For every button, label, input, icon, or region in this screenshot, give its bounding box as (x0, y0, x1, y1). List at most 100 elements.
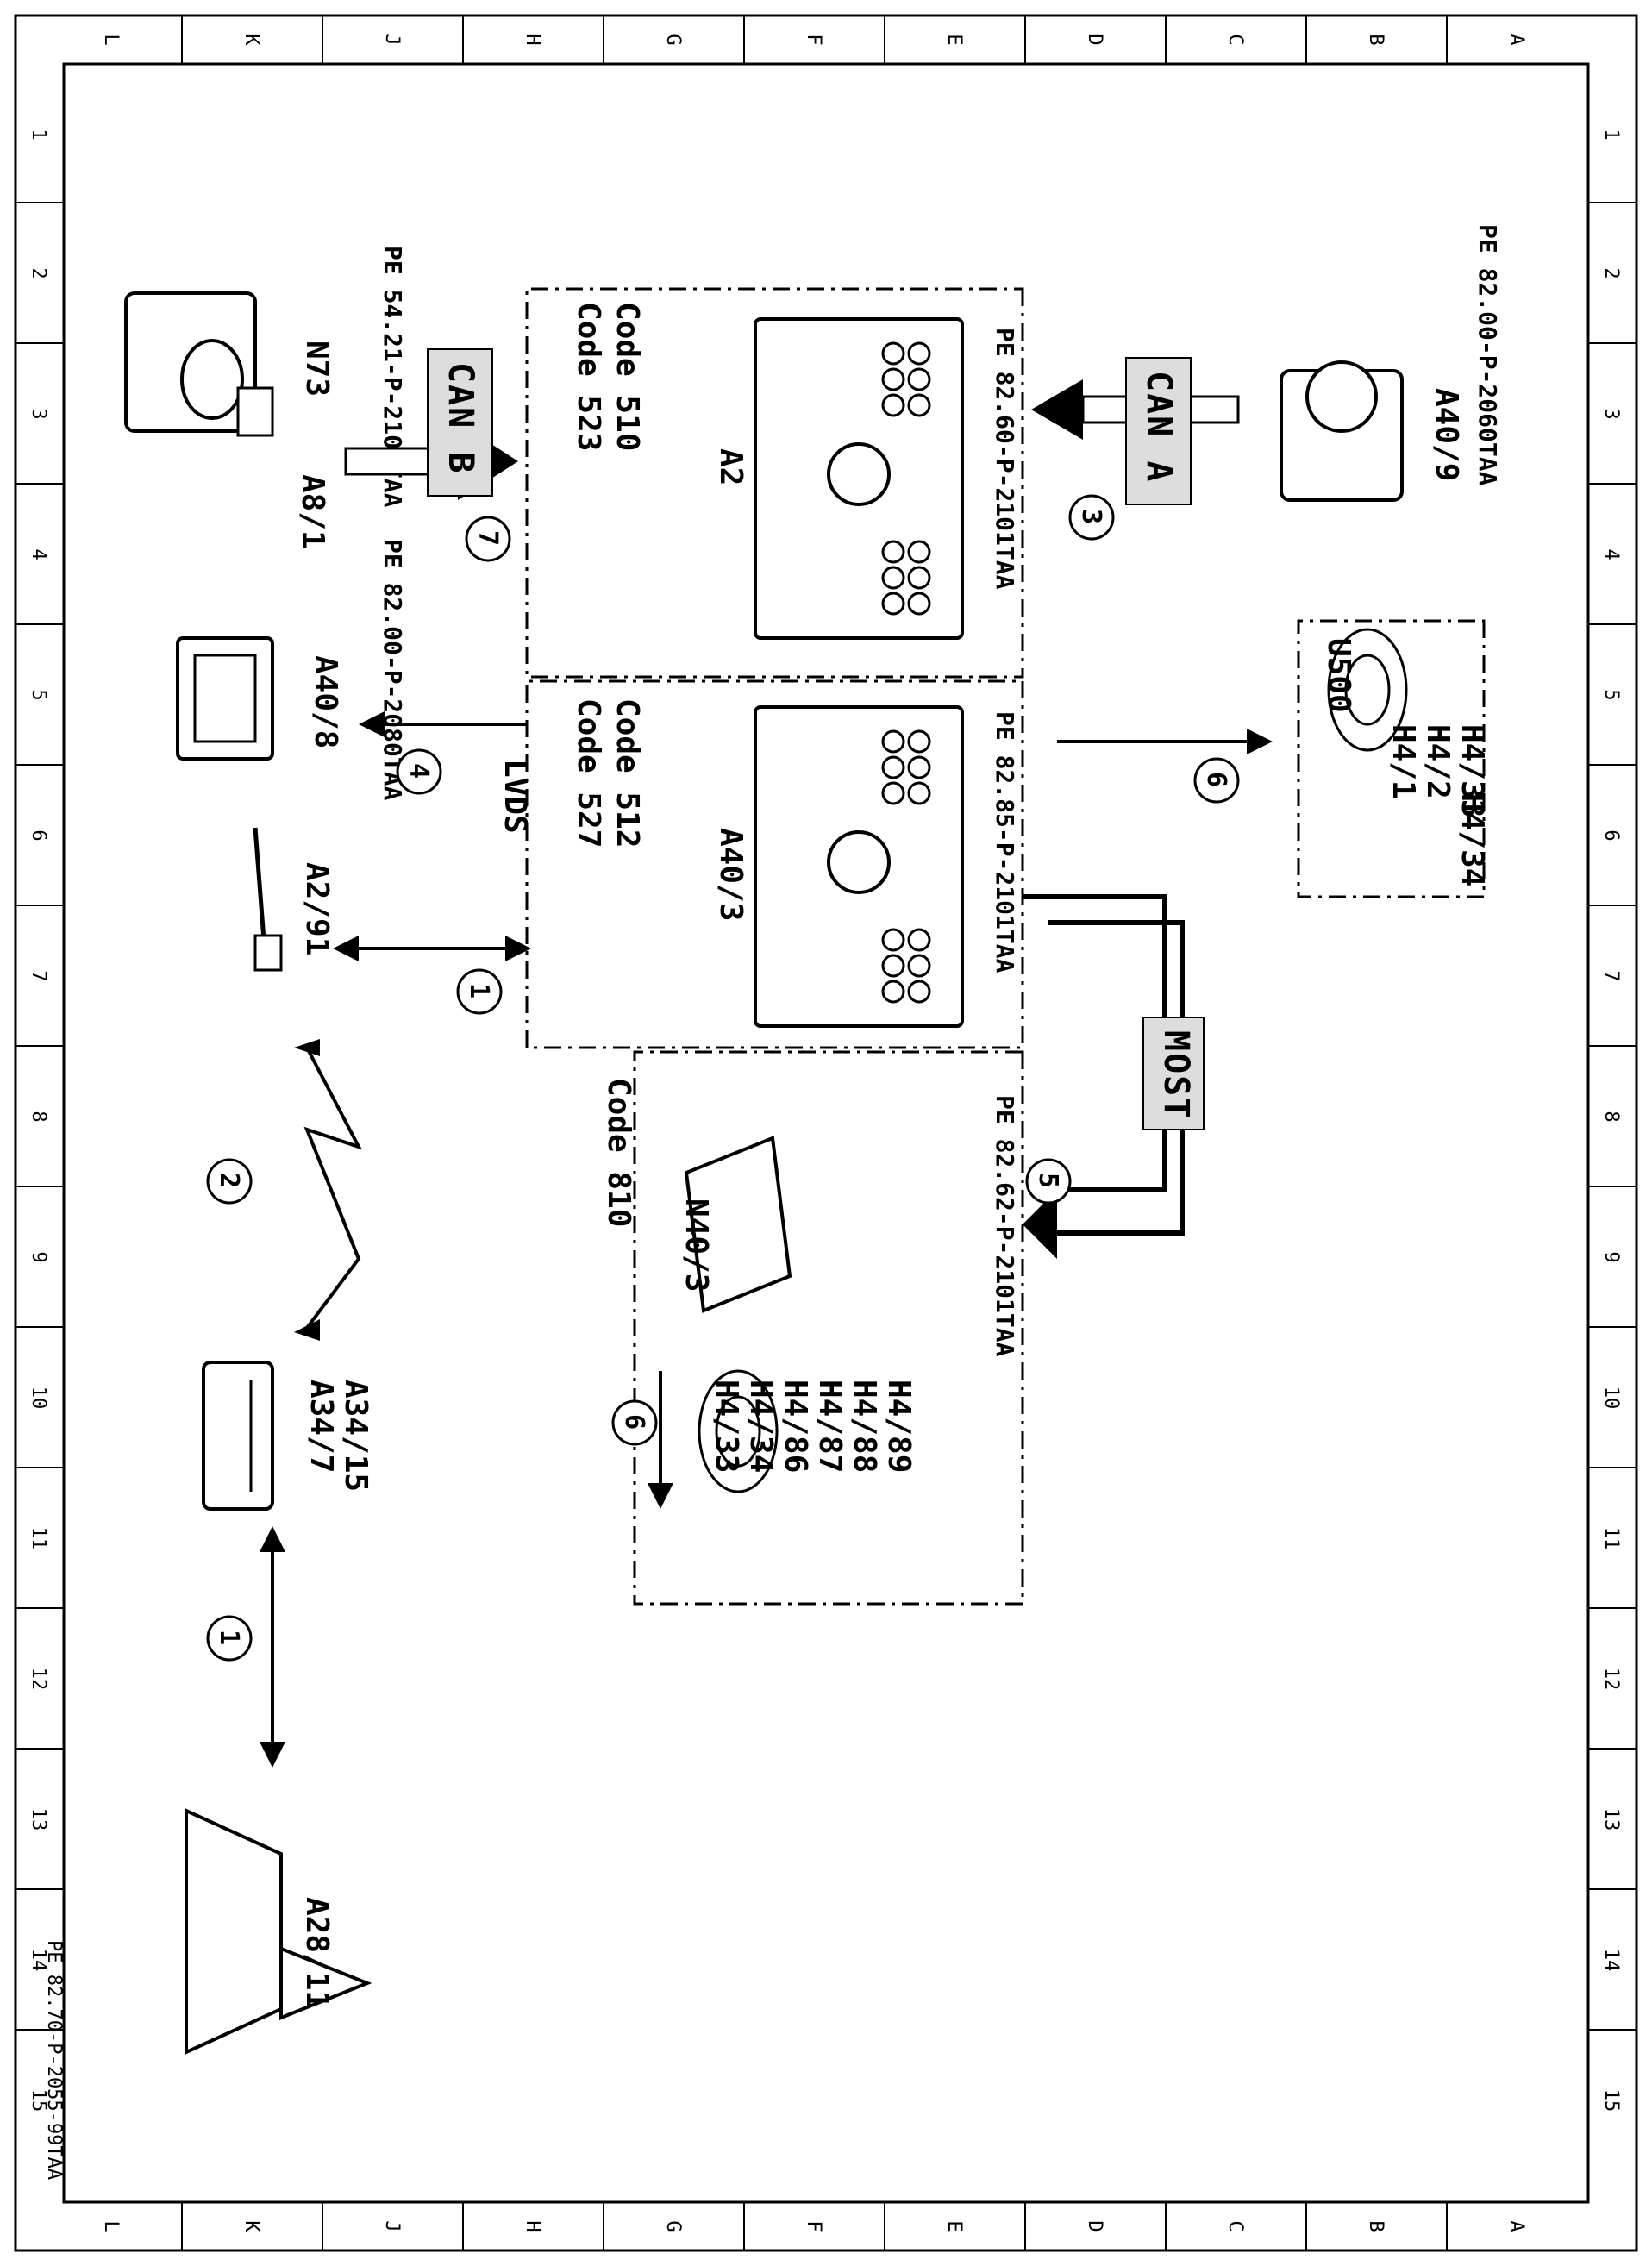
row-label: 14 (28, 1949, 49, 1972)
key-cylinder (180, 339, 244, 420)
antenna-base (253, 934, 283, 972)
n40-3-code: Code 810 (601, 1078, 636, 1227)
row-label: 4 (1600, 548, 1622, 560)
a40-3-head-unit: A40/3 Code 512 Code 527 PE 82.85-P-2101T… (571, 698, 1019, 1028)
speaker-h4-34: H4/34 (1455, 793, 1490, 886)
lvds-link: LVDS 4 (359, 711, 533, 834)
a2-knob (827, 442, 891, 506)
row-label: 13 (1600, 1808, 1622, 1831)
a40-9-label: A40/9 (1429, 388, 1464, 481)
row-label: 15 (28, 2089, 49, 2113)
a40-3-code-1: Code 512 (610, 698, 645, 848)
conn-6-circle (1193, 757, 1240, 804)
row-label: 8 (28, 1111, 49, 1122)
zigzag-arrow-bottom (294, 1319, 320, 1341)
a40-9-camera: A40/9 PE 82.00-P-2060TAA (1280, 224, 1502, 502)
row-label: 10 (1600, 1387, 1622, 1410)
row-label: 7 (1600, 970, 1622, 981)
conn-6-label: 6 (1201, 772, 1231, 787)
row-labels-top: 1 2 3 4 5 6 7 8 9 10 11 12 13 14 15 (1600, 128, 1622, 2112)
row-label: 10 (28, 1387, 49, 1410)
row-label: 14 (1600, 1949, 1622, 1972)
u500-speaker (1327, 628, 1408, 752)
row-label: 11 (1600, 1527, 1622, 1550)
a2-label: A2 (713, 448, 748, 485)
row-label: 8 (1600, 1111, 1622, 1122)
a2-91-label: A2/91 (299, 862, 335, 955)
zigzag-line (303, 1047, 363, 1330)
conn-6-link: 6 (1057, 729, 1273, 804)
conn-6b-label: 6 (619, 1414, 649, 1430)
can-a-label: CAN A (1139, 371, 1179, 483)
a8-1-label: A8/1 (295, 474, 330, 549)
a40-9-ref: PE 82.00-P-2060TAA (1474, 224, 1502, 486)
speaker-h4-34: H4/34 (743, 1380, 779, 1473)
row-ticks (16, 202, 1636, 2031)
col-label: J (381, 2220, 403, 2232)
conn-4-circle (396, 748, 442, 795)
col-label: B (1365, 2220, 1386, 2232)
a40-8-display: A40/8 PE 82.00-P-2080TAA (176, 539, 407, 801)
key-head (236, 386, 274, 437)
conn-1b-circle (206, 1615, 253, 1662)
can-b-bus: CAN B 7 (344, 348, 518, 562)
col-label: L (100, 34, 122, 45)
col-label: D (1084, 34, 1105, 45)
row-label: 3 (28, 408, 49, 419)
a40-3-ref: PE 82.85-P-2101TAA (991, 711, 1019, 973)
speaker-h4-87: H4/87 (812, 1380, 848, 1473)
col-label: C (1224, 2220, 1246, 2232)
col-label: L (100, 2220, 122, 2232)
speaker-h4-89: H4/89 (881, 1380, 917, 1473)
row-label: 15 (1600, 2089, 1622, 2113)
conn-1b-arrow-bottom (260, 1742, 285, 1768)
a34-phone-module: A34/7 A34/15 (202, 1361, 373, 1511)
conn-1b-label: 1 (214, 1630, 244, 1645)
row-label: 5 (1600, 689, 1622, 700)
row-label: 3 (1600, 408, 1622, 419)
col-label: C (1224, 34, 1246, 45)
a40-3-dashed-box (525, 679, 1024, 1049)
conn-5-label: 5 (1033, 1173, 1063, 1188)
can-a-arrowhead (1031, 379, 1083, 440)
speaker-h4-86: H4/86 (778, 1380, 813, 1473)
a2-code-2: Code 523 (571, 302, 606, 451)
conn-1a-arrow-right (333, 936, 359, 961)
conn-7-label: 7 (472, 530, 503, 546)
n40-3-ref: PE 82.62-P-2101TAA (991, 1095, 1019, 1357)
conn-1-link-a: 1 (333, 936, 531, 1015)
a2-buttons (881, 341, 931, 616)
row-label: 2 (28, 267, 49, 279)
zigzag-arrow-top (294, 1039, 320, 1056)
u500-speaker-group: U500 H4/1 H4/2 H4/33 H4/34 (1321, 628, 1490, 886)
row-label: 7 (28, 970, 49, 981)
amplifier-speaker (698, 1369, 779, 1493)
row-label: 4 (28, 548, 49, 560)
cradle-body (202, 1361, 274, 1511)
col-label: K (241, 2220, 262, 2232)
antenna-rod (253, 827, 266, 941)
col-label: F (803, 34, 824, 45)
row-label: 6 (1600, 829, 1622, 841)
amplifier-body (684, 1136, 792, 1313)
a40-8-label: A40/8 (308, 655, 343, 748)
row-label: 5 (28, 689, 49, 700)
a40-3-buttons (881, 729, 931, 1004)
conn-2-wireless: 2 (206, 1039, 363, 1341)
n40-3-speaker-list: H4/33 H4/34 H4/86 H4/87 H4/88 H4/89 (709, 1380, 917, 1473)
speaker-h4-33: H4/33 (709, 1380, 744, 1473)
conn-6b-circle (611, 1399, 658, 1446)
lvds-arrowhead (359, 711, 385, 737)
col-label: B (1365, 34, 1386, 45)
conn-1a-label: 1 (464, 983, 494, 998)
row-label: 11 (28, 1527, 49, 1550)
row-label: 9 (1600, 1251, 1622, 1262)
row-label: 1 (1600, 128, 1622, 140)
speaker-h4-1: H4/1 (1386, 724, 1421, 799)
col-label: E (943, 34, 965, 45)
col-label: F (803, 2220, 824, 2232)
a2-dashed-box (525, 287, 1024, 679)
display-screen (193, 654, 257, 743)
